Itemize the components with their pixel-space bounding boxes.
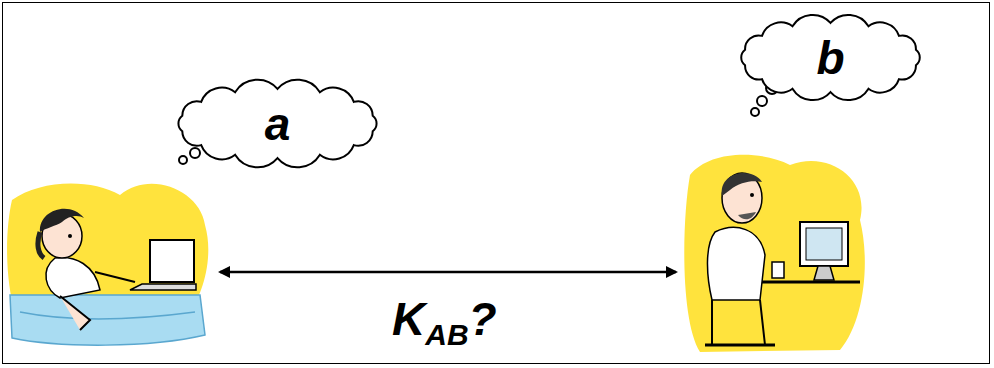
key-arrow xyxy=(220,271,676,274)
key-symbol: K xyxy=(392,293,425,345)
thought-text: b xyxy=(816,35,844,81)
key-label: KAB? xyxy=(388,292,501,352)
alice-figure xyxy=(7,184,208,346)
key-symbol: ? xyxy=(469,293,497,345)
key-subscript: AB xyxy=(425,318,468,351)
bob-figure xyxy=(684,155,865,352)
thought-cloud: a xyxy=(165,74,390,173)
thought-text: a xyxy=(265,101,291,147)
thought-cloud: b xyxy=(728,8,933,107)
